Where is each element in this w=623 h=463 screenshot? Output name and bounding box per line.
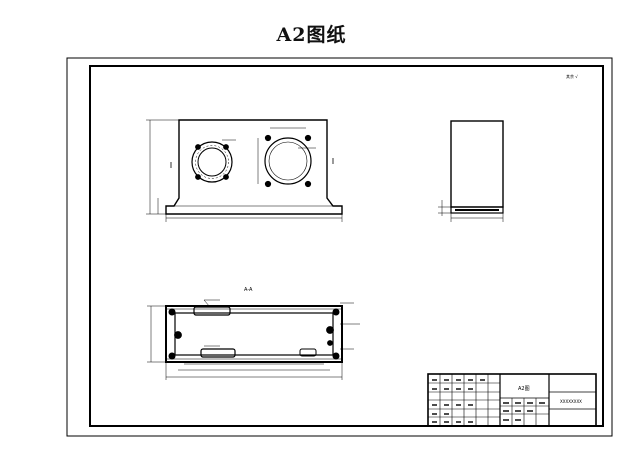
side-view [438, 120, 504, 222]
title-block [427, 373, 597, 427]
outer-frame [66, 57, 613, 437]
section-view [147, 299, 360, 380]
roughness-note: 其余 √ [566, 73, 578, 79]
section-label: A-A [244, 287, 253, 293]
front-view [146, 119, 343, 222]
drawing-title: A2图纸 [276, 24, 347, 46]
drawing-number: XXXXXXXX [560, 399, 582, 404]
title-block-label: A2图 [518, 386, 530, 392]
inner-border [89, 65, 604, 427]
